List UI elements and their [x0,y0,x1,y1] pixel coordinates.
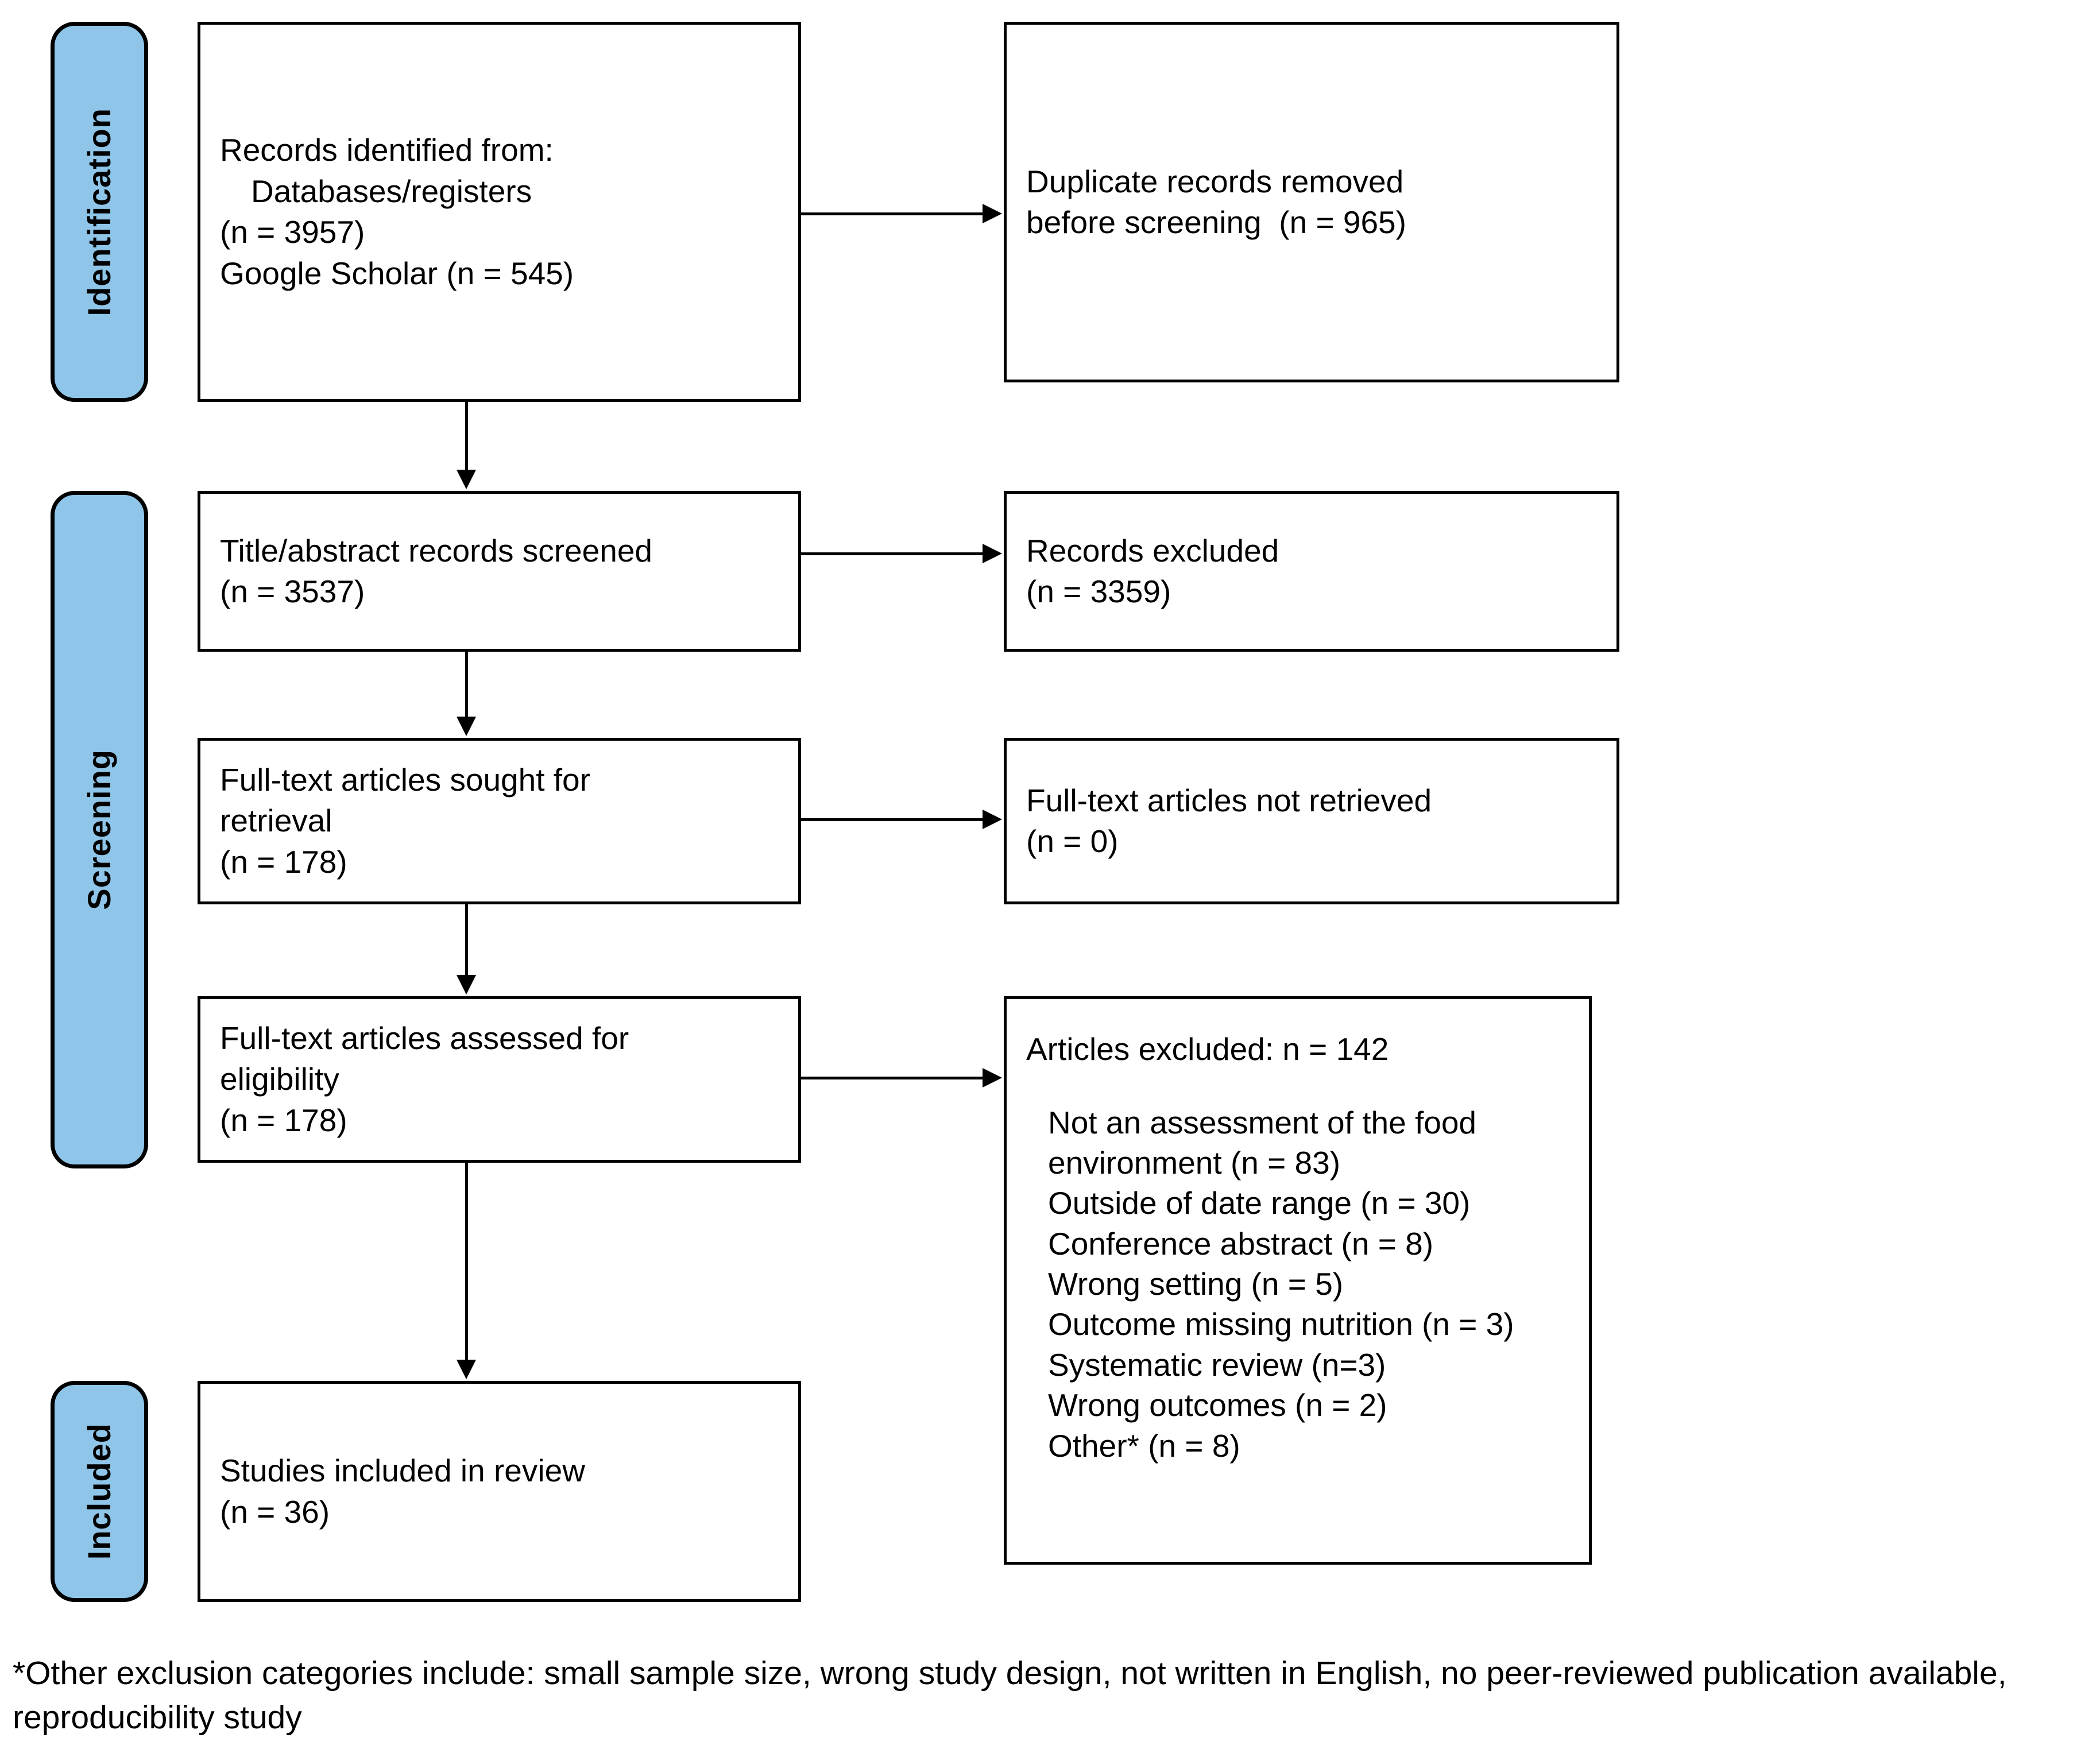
fulltext-sought-line-3: (n = 178) [220,843,347,880]
stage-label-included: Included [81,1423,117,1560]
connector-identified-to-duplicates [801,212,984,215]
fulltext-assessed-line-2: eligibility [220,1061,339,1097]
box-records-screened: Title/abstract records screened (n = 353… [198,491,801,652]
articles-excluded-heading: Articles excluded: n = 142 [1026,1031,1389,1067]
box-fulltext-assessed: Full-text articles assessed for eligibil… [198,996,801,1163]
duplicates-removed-line-2: before screening (n = 965) [1026,204,1406,240]
connector-assessed-to-articles-excluded [801,1077,984,1079]
stage-bar-included: Included [51,1381,148,1602]
stage-bar-screening: Screening [51,491,148,1168]
exclusion-reason-item: Wrong outcomes (n = 2) [1048,1387,1387,1423]
exclusion-reason-item: Other* (n = 8) [1048,1427,1240,1464]
connector-assessed-to-included-arrowhead [457,1360,476,1379]
fulltext-sought-line-2: retrieval [220,803,332,839]
connector-identified-to-screened-arrowhead [457,470,476,489]
fulltext-not-retrieved-line-2: (n = 0) [1026,823,1119,859]
records-excluded-line-1: Records excluded [1026,532,1279,568]
records-screened-line-1: Title/abstract records screened [220,532,653,568]
exclusion-reason-item: Wrong setting (n = 5) [1048,1266,1344,1302]
exclusion-reason-item: Systematic review (n=3) [1048,1346,1386,1383]
box-studies-included: Studies included in review (n = 36) [198,1381,801,1602]
records-excluded-line-2: (n = 3359) [1026,574,1171,609]
connector-sought-to-assessed-arrowhead [457,975,476,994]
stage-label-identification: Identification [81,107,117,316]
fulltext-sought-line-1: Full-text articles sought for [220,761,590,798]
connector-screened-to-sought [465,652,468,718]
box-fulltext-sought: Full-text articles sought for retrieval … [198,738,801,904]
fulltext-assessed-line-3: (n = 178) [220,1102,347,1138]
exclusion-reason-item: environment (n = 83) [1048,1144,1341,1181]
connector-assessed-to-articles-excluded-arrowhead [983,1068,1002,1088]
exclusion-reason-item: Outside of date range (n = 30) [1048,1185,1471,1221]
connector-screened-to-excluded [801,552,984,555]
records-screened-line-2: (n = 3537) [220,574,365,609]
records-identified-line-3: (n = 3957) [220,214,365,250]
connector-sought-to-assessed [465,904,468,976]
connector-identified-to-duplicates-arrowhead [983,204,1002,223]
connector-sought-to-not-retrieved [801,818,984,821]
exclusion-reason-item: Conference abstract (n = 8) [1048,1225,1434,1261]
connector-identified-to-screened [465,402,468,471]
box-fulltext-not-retrieved: Full-text articles not retrieved (n = 0) [1004,738,1619,904]
connector-assessed-to-included [465,1163,468,1361]
box-articles-excluded: Articles excluded: n = 142 Not an assess… [1004,996,1592,1565]
exclusion-reason-item: Not an assessment of the food [1048,1104,1476,1140]
box-records-excluded: Records excluded (n = 3359) [1004,491,1619,652]
box-duplicates-removed: Duplicate records removed before screeni… [1004,22,1619,382]
fulltext-assessed-line-1: Full-text articles assessed for [220,1020,629,1056]
connector-sought-to-not-retrieved-arrowhead [983,810,1002,829]
studies-included-line-1: Studies included in review [220,1453,585,1488]
records-identified-line-1: Records identified from: [220,132,554,168]
fulltext-not-retrieved-line-1: Full-text articles not retrieved [1026,782,1432,818]
studies-included-line-2: (n = 36) [220,1493,330,1530]
stage-label-screening: Screening [81,749,117,910]
box-records-identified: Records identified from: Databases/regis… [198,22,801,402]
records-identified-line-4: Google Scholar (n = 545) [220,255,574,291]
connector-screened-to-sought-arrowhead [457,717,476,736]
connector-screened-to-excluded-arrowhead [983,544,1002,563]
stage-bar-identification: Identification [51,22,148,402]
footnote-other-exclusions: *Other exclusion categories include: sma… [13,1655,2007,1736]
duplicates-removed-line-1: Duplicate records removed [1026,163,1404,199]
records-identified-line-2: Databases/registers [251,173,532,209]
exclusion-reason-item: Outcome missing nutrition (n = 3) [1048,1306,1514,1342]
